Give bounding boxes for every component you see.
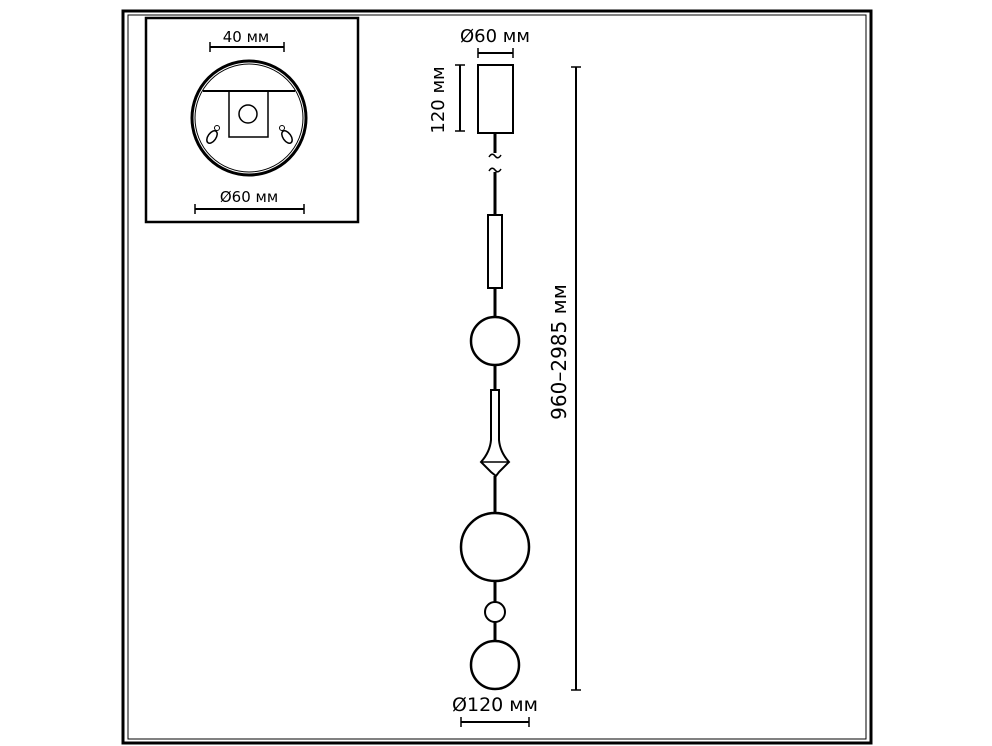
globe-small-upper [469,315,521,367]
globe-diameter-label: Ø120 мм [452,694,538,716]
inset-box [144,16,360,224]
pendant-fixture [459,133,531,691]
diameter-60-label: Ø60 мм [220,188,278,206]
canopy [477,64,514,134]
total-height-label: 960–2985 мм [547,284,571,420]
globe-small-lower [469,639,521,691]
canopy-diameter-label: Ø60 мм [460,26,530,47]
canopy-circle [190,59,308,177]
width-40-label: 40 мм [223,28,270,46]
globe-large [459,511,531,583]
small-bead [484,601,506,623]
inner-frame [127,14,867,740]
break-mark [488,153,502,159]
screw-slot-left [206,130,218,144]
tube [487,214,503,289]
canopy-bottom-view: 40 мм Ø60 мм [144,16,360,224]
screw-slot-right [281,130,293,144]
canopy-side-view: Ø60 мм 120 мм [428,26,530,134]
canopy-height-label: 120 мм [428,66,449,133]
outer-frame [121,9,873,745]
center-hole [238,104,258,124]
decorative-cone [479,389,511,478]
mounting-bracket [228,91,269,138]
